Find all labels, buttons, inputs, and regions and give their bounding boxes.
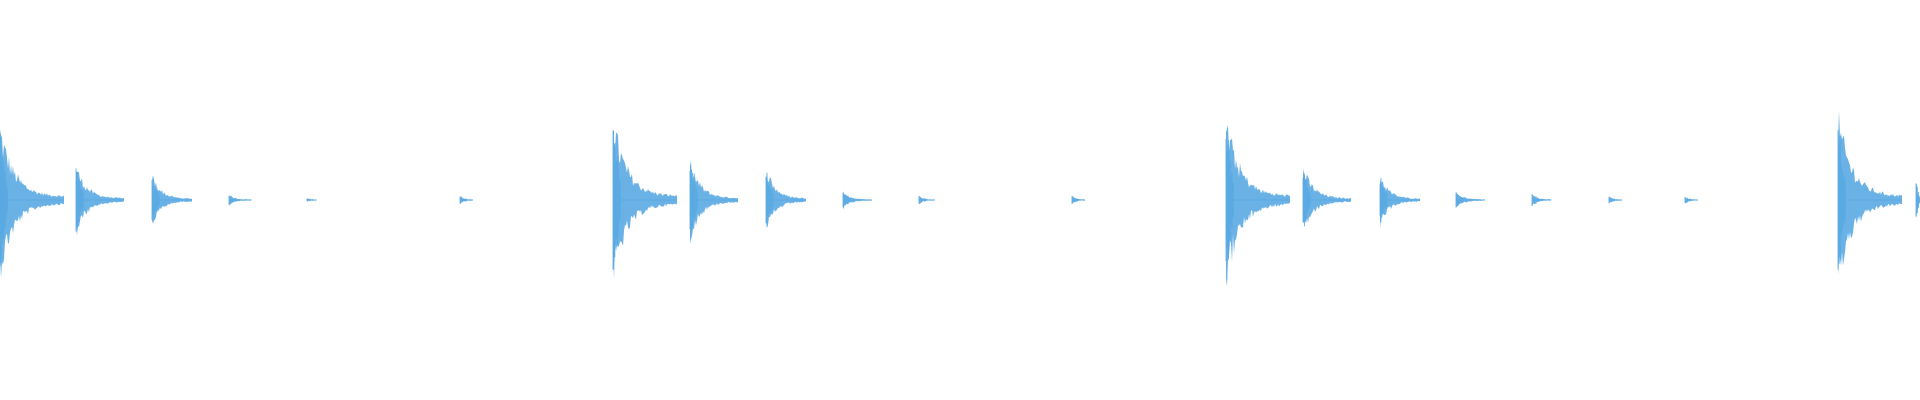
transient-20	[1915, 174, 1920, 226]
transient-18	[1684, 196, 1698, 204]
transient-7	[689, 160, 738, 244]
transients-layer	[0, 110, 1920, 287]
transient-15	[1455, 191, 1485, 209]
transient-10	[918, 195, 935, 205]
transient-envelope	[0, 127, 64, 278]
transient-envelope	[1226, 118, 1290, 287]
transient-6	[612, 120, 677, 280]
transient-envelope	[1838, 110, 1902, 284]
transient-5	[459, 195, 473, 205]
transient-envelope	[76, 166, 124, 236]
transient-1	[75, 166, 124, 236]
transient-envelope	[1380, 174, 1420, 229]
transient-2	[151, 174, 192, 226]
transient-19	[1837, 110, 1902, 284]
transient-envelope	[690, 160, 738, 244]
transient-3	[228, 194, 252, 207]
transient-8	[765, 166, 806, 234]
transient-11	[1071, 195, 1085, 205]
transient-0	[0, 127, 64, 278]
transient-13	[1302, 167, 1351, 233]
transient-9	[842, 191, 872, 210]
transient-12	[1225, 118, 1290, 287]
transient-16	[1531, 193, 1552, 207]
transient-17	[1608, 196, 1622, 204]
transient-14	[1379, 174, 1420, 229]
transient-4	[306, 198, 317, 202]
